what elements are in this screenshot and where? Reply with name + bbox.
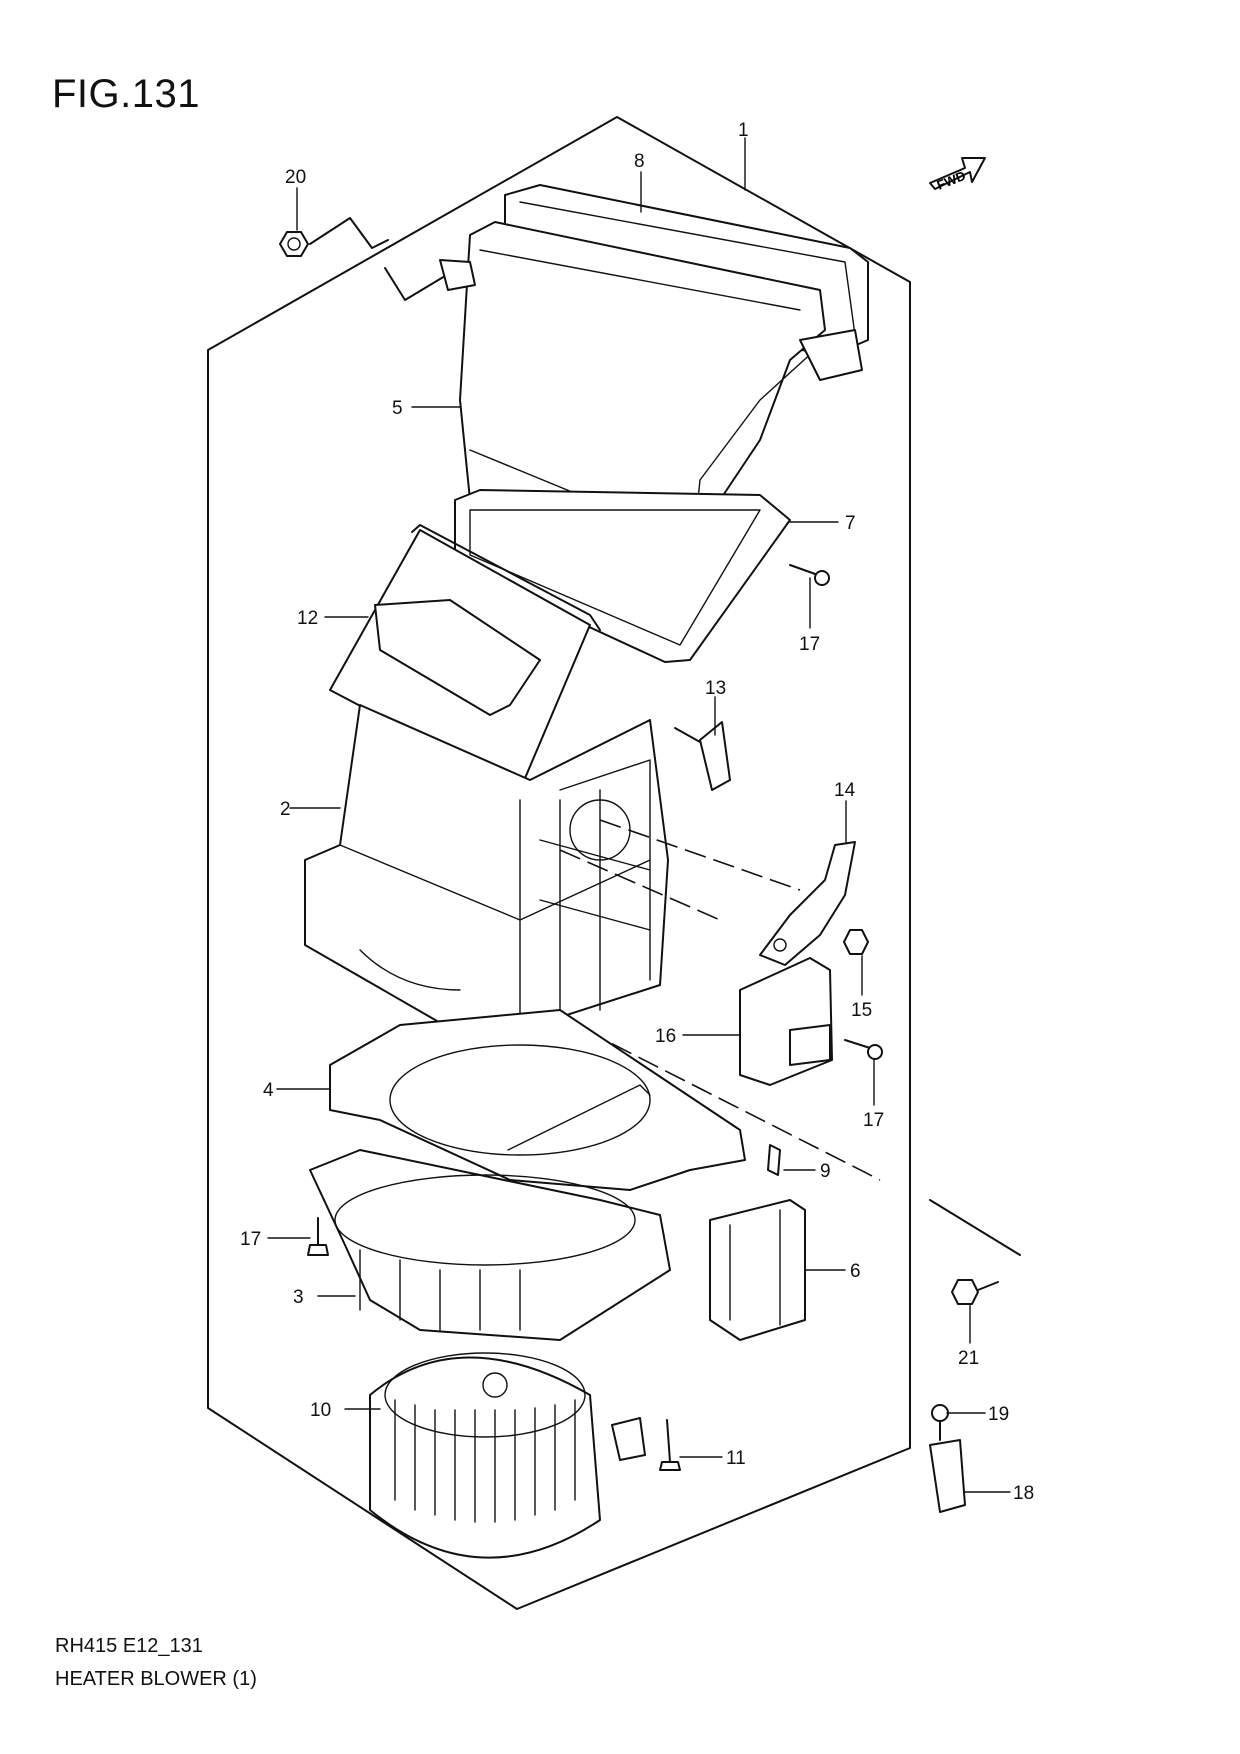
callout-17: 17: [240, 1229, 261, 1250]
forward-arrow-icon: FWD: [929, 157, 986, 193]
part-4-lower-case: [329, 1009, 746, 1191]
callout-20: 20: [285, 167, 306, 188]
part-11-screw: [659, 1419, 681, 1471]
callout-8: 8: [634, 151, 645, 172]
callout-9: 9: [820, 1161, 831, 1182]
callout-6: 6: [850, 1261, 861, 1282]
part-7-frame: [454, 489, 791, 663]
figure-title: FIG.131: [52, 72, 201, 116]
part-16-actuator: [739, 957, 833, 1086]
assembly-guide-line: [599, 819, 801, 891]
part-18-connector: [929, 1439, 966, 1513]
callout-17: 17: [863, 1110, 884, 1131]
callout-16: 16: [655, 1026, 676, 1047]
callout-18: 18: [1013, 1483, 1034, 1504]
part-20-nut: [279, 217, 456, 301]
callout-21: 21: [958, 1348, 979, 1369]
part-15-screw: [843, 929, 869, 955]
part-9-clip: [767, 1144, 781, 1176]
callout-2: 2: [280, 799, 291, 820]
callout-4: 4: [263, 1080, 274, 1101]
callout-14: 14: [834, 780, 856, 801]
forward-arrow-label: FWD: [935, 168, 968, 193]
part-2-blower-case: [304, 704, 669, 1041]
callout-10: 10: [310, 1400, 331, 1421]
figure-name: HEATER BLOWER (1): [55, 1668, 257, 1690]
part-17-screw: [789, 564, 830, 586]
assembly-outline: [207, 116, 911, 1610]
callout-19: 19: [988, 1404, 1009, 1425]
part-21-bolt: [929, 1199, 1021, 1305]
part-14-link: [759, 841, 856, 966]
callout-17: 17: [799, 634, 820, 655]
part-3-scroll-housing: [309, 1149, 671, 1341]
part-17-screw: [307, 1217, 329, 1256]
part-10-blower-fan-motor: [369, 1352, 646, 1559]
part-6-bracket: [709, 1199, 806, 1341]
callout-12: 12: [297, 608, 318, 629]
part-13-lever: [674, 721, 731, 791]
callout-15: 15: [851, 1000, 872, 1021]
part-19-clip-screw: [931, 1404, 949, 1441]
callout-13: 13: [705, 678, 726, 699]
model-code: RH415 E12_131: [55, 1635, 203, 1657]
assembly-guide-line: [584, 1029, 881, 1181]
callout-5: 5: [392, 398, 403, 419]
callout-11: 11: [726, 1448, 746, 1469]
part-17-screw: [844, 1039, 883, 1060]
callout-labels: 1 2 3 4 5 6 7 8 9 10 11 12 13 14 15 16 1…: [240, 120, 1034, 1504]
callout-3: 3: [293, 1287, 304, 1308]
callout-1: 1: [738, 120, 749, 141]
callout-7: 7: [845, 513, 856, 534]
leader-lines: [267, 137, 1011, 1493]
